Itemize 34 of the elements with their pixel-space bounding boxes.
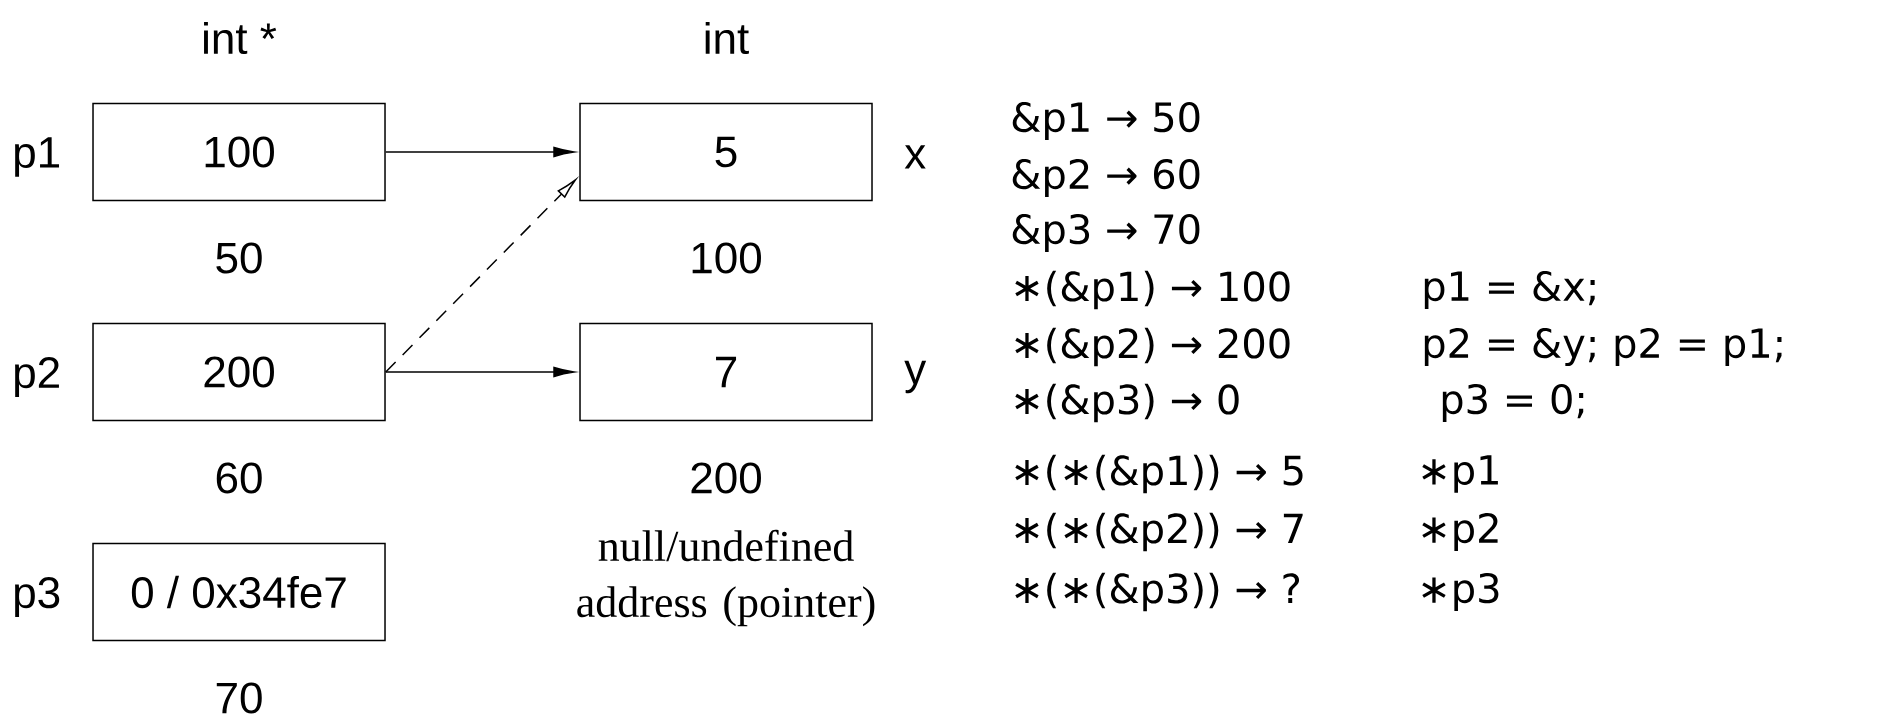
code-statement: ∗p3 bbox=[1422, 573, 1499, 611]
type-label: int bbox=[705, 21, 749, 55]
memory-cell: 5 bbox=[579, 102, 873, 202]
address-label: 60 bbox=[216, 462, 262, 494]
address-label: 100 bbox=[692, 242, 761, 274]
expression: ∗(∗(&p1)) → 5 bbox=[1015, 454, 1303, 494]
code-statement: p3 = 0; bbox=[1442, 384, 1584, 422]
variable-name: p1 bbox=[15, 137, 59, 177]
expression: ∗(∗(&p2)) → 7 bbox=[1015, 512, 1303, 552]
caption: null/undefined address (pointer) bbox=[577, 529, 875, 627]
code-statement: p2 = &y; p2 = p1; bbox=[1424, 328, 1782, 366]
expression: ∗(∗(&p3)) → ? bbox=[1015, 572, 1300, 612]
code-statement: ∗p2 bbox=[1422, 513, 1498, 551]
expression: ∗(&p1) → 100 bbox=[1015, 270, 1290, 310]
variable-name: y bbox=[904, 360, 927, 394]
variable-name: p2 bbox=[15, 357, 59, 397]
variable-name: p3 bbox=[15, 577, 60, 617]
expression: ∗(&p3) → 0 bbox=[1015, 383, 1239, 423]
expression: &p2 → 60 bbox=[1012, 159, 1200, 197]
arrow bbox=[385, 179, 577, 373]
expression: &p3 → 70 bbox=[1012, 214, 1200, 252]
expression: ∗(&p2) → 200 bbox=[1015, 327, 1290, 367]
memory-cell: 100 bbox=[92, 102, 386, 202]
code-statement: ∗p1 bbox=[1422, 455, 1498, 493]
memory-cell: 0 / 0x34fe7 bbox=[92, 542, 386, 642]
memory-cell: 7 bbox=[579, 322, 873, 422]
address-label: 50 bbox=[216, 242, 262, 274]
address-label: 200 bbox=[691, 462, 761, 494]
expression: &p1 → 50 bbox=[1012, 102, 1200, 140]
memory-cell: 200 bbox=[92, 322, 386, 422]
variable-name: x bbox=[904, 145, 926, 169]
address-label: 70 bbox=[216, 682, 262, 714]
type-label: int * bbox=[204, 21, 277, 55]
code-statement: p1 = &x; bbox=[1424, 271, 1595, 309]
